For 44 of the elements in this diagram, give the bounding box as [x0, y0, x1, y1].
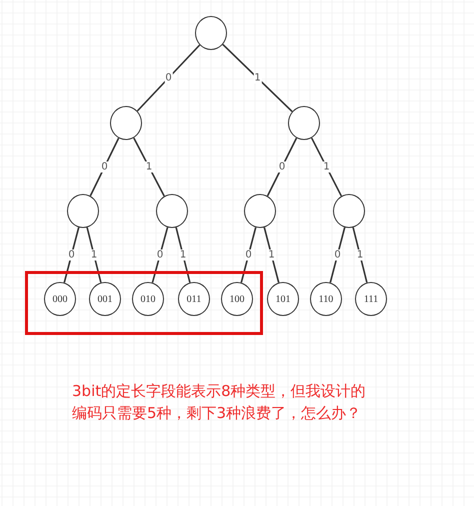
tree-branch	[64, 227, 80, 283]
tree-branch	[310, 138, 342, 196]
tree-branch	[264, 227, 280, 283]
tree-branch	[222, 44, 293, 112]
note-text: 3bit的定长字段能表示8种类型，但我设计的编码只需要5种，剩下3种浪费了，怎么办？	[72, 381, 367, 424]
edge-label: 0	[164, 72, 173, 84]
edge-label: 1	[253, 72, 262, 84]
tree-node-circle	[156, 194, 188, 228]
tree-branch	[266, 138, 298, 196]
tree-branch	[175, 227, 191, 283]
edge-label: 1	[356, 250, 364, 260]
tree-node-circle	[195, 16, 227, 50]
leaf-circle: 011	[178, 282, 210, 316]
leaf-circle: 010	[132, 282, 164, 316]
leaf-circle: 100	[221, 282, 253, 316]
leaf-circle: 001	[89, 282, 121, 316]
tree-branch	[352, 227, 368, 283]
edge-label: 0	[156, 250, 164, 260]
tree-branch	[152, 227, 168, 283]
leaf-circle: 000	[44, 282, 76, 316]
tree-branch	[133, 138, 165, 196]
tree-branch	[90, 138, 120, 196]
tree-branch	[330, 227, 346, 283]
edge-label: 1	[90, 250, 98, 260]
highlight-frame	[25, 271, 263, 335]
tree-node-circle	[67, 194, 99, 228]
tree-node-circle	[244, 194, 276, 228]
edge-label: 1	[322, 162, 331, 172]
leaf-circle: 111	[355, 282, 387, 316]
leaf-circle: 110	[310, 282, 342, 316]
edge-label: 1	[144, 162, 154, 172]
edge-label: 0	[100, 162, 109, 172]
leaf-circle: 101	[267, 282, 299, 316]
tree-branch	[136, 44, 200, 112]
edge-label: 0	[278, 162, 286, 172]
tree-branch	[86, 227, 102, 283]
edge-label: 0	[67, 250, 76, 260]
edge-label: 1	[178, 250, 188, 260]
tree-node-circle	[110, 106, 142, 140]
tree-node-circle	[288, 106, 320, 140]
edge-label: 1	[267, 250, 276, 260]
tree-branch	[240, 227, 256, 283]
edge-label: 0	[333, 250, 342, 260]
tree-node-circle	[333, 194, 365, 228]
